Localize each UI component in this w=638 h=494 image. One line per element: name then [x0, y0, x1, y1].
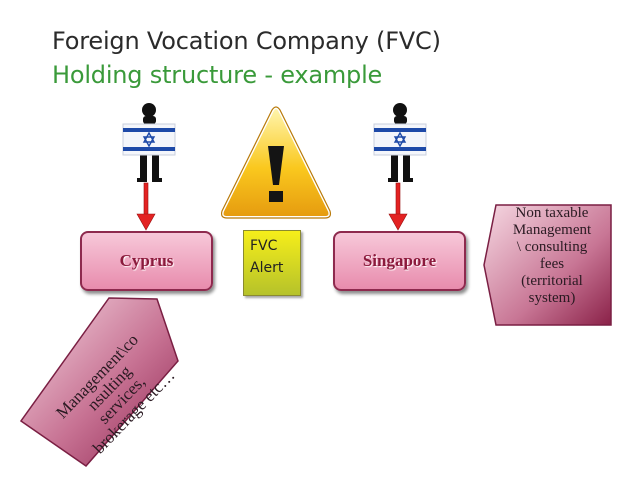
callout-line: system): [528, 290, 576, 306]
alert-line: Alert: [250, 260, 284, 276]
israel-flag-icon: [122, 123, 176, 156]
fees-callout-shape: [483, 204, 612, 326]
alert-line: FVC: [250, 238, 278, 254]
person-silhouette-icon: [388, 103, 413, 182]
callout-line: \ consulting: [516, 239, 588, 255]
diagram-canvas: [19, 103, 612, 467]
page-title: Foreign Vocation Company (FVC): [52, 27, 441, 55]
callout-line: fees: [539, 256, 565, 272]
callout-line: Management: [512, 222, 592, 238]
fvc-alert-box: FVC Alert: [243, 230, 301, 296]
page-subtitle: Holding structure - example: [52, 61, 383, 89]
down-arrow-icon: [388, 182, 408, 231]
israel-flag-icon: [373, 123, 427, 156]
person-silhouette-icon: [137, 103, 162, 182]
callout-line: Non taxable: [515, 205, 589, 221]
cyprus-company-box: Cyprus: [80, 231, 213, 291]
callout-line: (territorial: [521, 273, 583, 289]
fees-callout-text: Non taxable Management \ consulting fees…: [494, 205, 610, 307]
services-callout-shape: [19, 297, 179, 467]
down-arrow-icon: [136, 182, 156, 231]
singapore-company-box: Singapore: [333, 231, 466, 291]
title-block: Foreign Vocation Company (FVC) Holding s…: [52, 24, 441, 92]
warning-triangle-icon: [219, 105, 333, 220]
